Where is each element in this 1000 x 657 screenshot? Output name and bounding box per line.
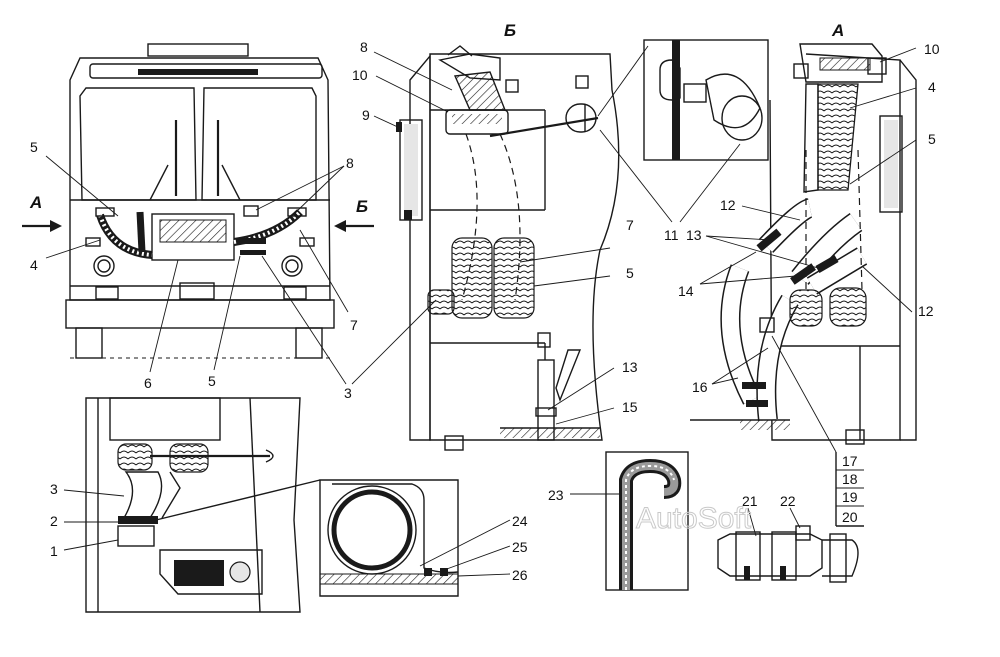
callout-20: 20	[842, 509, 858, 525]
callout-11: 11	[664, 227, 679, 243]
callout-4-left: 4	[30, 257, 38, 273]
callout-3-center: 3	[344, 385, 352, 401]
callout-10-mid: 10	[352, 67, 368, 83]
view-label-a-arrow: А	[29, 193, 42, 212]
knob-detail-inset	[599, 39, 769, 223]
callout-18: 18	[842, 471, 858, 487]
view-label-a-section: А	[831, 21, 844, 40]
callout-10-right: 10	[924, 41, 940, 57]
callout-25: 25	[512, 539, 528, 555]
callout-3-bottom: 3	[50, 481, 58, 497]
callout-14: 14	[678, 283, 694, 299]
callout-4-right: 4	[928, 79, 936, 95]
callout-17: 17	[842, 453, 858, 469]
section-b-view	[373, 45, 649, 451]
callout-24: 24	[512, 513, 528, 529]
callout-23: 23	[548, 487, 564, 503]
callout-21: 21	[742, 493, 758, 509]
callout-8-left: 8	[346, 155, 354, 171]
callout-5-right: 5	[928, 131, 936, 147]
pipe-assembly-21-22	[717, 452, 864, 583]
section-a-view	[690, 43, 917, 524]
callout-9: 9	[362, 107, 370, 123]
callout-15: 15	[622, 399, 638, 415]
view-label-b-section: Б	[504, 21, 516, 40]
seal-detail	[570, 451, 689, 591]
pipe-cross-section	[319, 479, 511, 597]
callout-12-right: 12	[918, 303, 934, 319]
callout-1: 1	[50, 543, 58, 559]
callout-13-right: 13	[686, 227, 702, 243]
callout-19: 19	[842, 489, 858, 505]
callout-13-mid: 13	[622, 359, 638, 375]
callout-5-mid: 5	[626, 265, 634, 281]
callout-6: 6	[144, 375, 152, 391]
callout-2: 2	[50, 513, 58, 529]
callout-22: 22	[780, 493, 796, 509]
bottom-left-detail	[63, 397, 321, 613]
callout-12-top: 12	[720, 197, 736, 213]
callout-7-left: 7	[350, 317, 358, 333]
callout-26: 26	[512, 567, 528, 583]
view-label-b-arrow: Б	[356, 197, 368, 216]
bus-front-view	[22, 43, 437, 385]
watermark-text: AutoSoft	[636, 502, 752, 535]
callout-7-mid: 7	[626, 217, 634, 233]
callout-5-left: 5	[30, 139, 38, 155]
callout-5-bottom: 5	[208, 373, 216, 389]
callout-8-mid: 8	[360, 39, 368, 55]
callout-16: 16	[692, 379, 708, 395]
